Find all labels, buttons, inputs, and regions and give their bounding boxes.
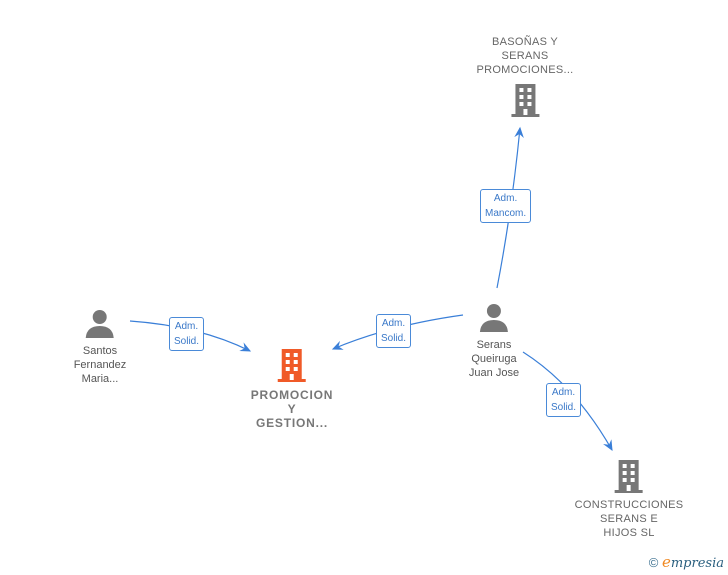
building-icon [277,349,306,382]
node-label: CONSTRUCCIONES [574,499,684,511]
node-basonas-y-serans[interactable]: BASOÑAS Y SERANS PROMOCIONES... [476,35,573,117]
node-label: Santos [82,345,118,357]
edge-label-line: Adm. [174,321,199,332]
edge-label[interactable]: Adm. Solid. [546,383,582,417]
logo-text: mpresia [670,556,724,571]
node-label: Maria... [81,373,119,385]
logo-e: e [661,553,671,571]
edge-label-line: Solid. [381,333,407,344]
edge-label[interactable]: Adm. Mancom. [480,189,532,223]
person-icon [86,310,114,338]
person-icon [480,304,508,332]
edge-label-line: Mancom. [485,208,527,219]
node-label: Queiruga [471,353,517,365]
edge-label[interactable]: Adm. Solid. [376,314,412,348]
node-label: Y [287,402,297,416]
node-label: Fernandez [73,359,127,371]
node-serans-queiruga[interactable]: Serans Queiruga Juan Jose [469,302,519,380]
node-label: SERANS [501,50,549,62]
node-label: BASOÑAS Y [491,36,559,48]
node-label: PROMOCION [250,388,334,402]
node-promocion-y-gestion[interactable]: PROMOCION Y GESTION... [251,348,334,430]
node-label: PROMOCIONES... [476,64,574,76]
edge-label-line: Solid. [551,402,577,413]
edge-label-line: Solid. [174,336,200,347]
empresia-logo: © empresia [649,553,724,571]
node-label: SERANS E [599,513,659,525]
edge-label-line: Adm. [551,387,576,398]
node-label: HIJOS SL [603,527,655,539]
node-construcciones-serans[interactable]: CONSTRUCCIONES SERANS E HIJOS SL [575,459,684,540]
node-santos-fernandez[interactable]: Santos Fernandez Maria... [73,308,127,386]
edge-label[interactable]: Adm. Solid. [169,317,205,351]
node-label: Serans [476,339,512,351]
edge-label-line: Adm. [381,318,406,329]
edge-label-line: Adm. [493,193,518,204]
building-icon [510,84,539,117]
node-label: GESTION... [255,416,329,430]
copyright-icon: © [648,555,659,570]
building-icon [615,460,643,493]
node-label: Juan Jose [468,367,520,379]
